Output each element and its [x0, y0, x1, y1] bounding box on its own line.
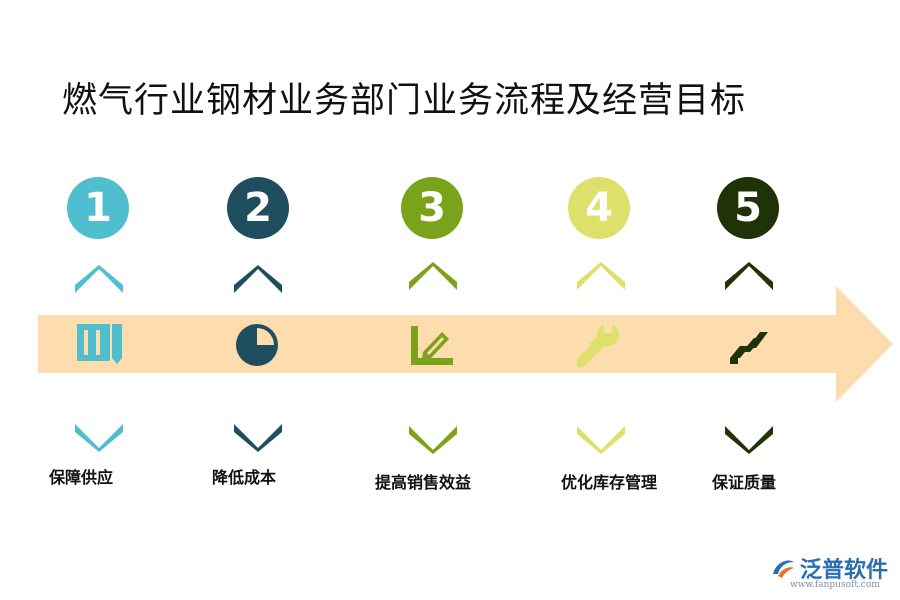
step-number-circle: 3 [401, 177, 463, 239]
book-icon [77, 324, 122, 364]
step-number: 4 [585, 185, 613, 231]
chevron-down-icon [725, 426, 773, 454]
brand-name: 泛普软件 [800, 558, 889, 583]
brand-logo: 泛普软件 [770, 552, 888, 584]
chevron-up-icon [725, 262, 773, 290]
chevron-up-icon [577, 262, 625, 290]
chevron-up-icon [409, 262, 457, 290]
chevron-down-icon [234, 424, 282, 452]
step-label: 降低成本 [211, 468, 277, 487]
page-title: 燃气行业钢材业务部门业务流程及经营目标 [62, 81, 747, 121]
wrench-icon [577, 322, 619, 368]
step-label: 保障供应 [48, 468, 114, 487]
chevron-down-icon [577, 426, 625, 454]
chevron-down-icon [75, 424, 123, 452]
step-number: 3 [418, 185, 446, 231]
step-label: 提高销售效益 [374, 473, 472, 492]
step-label: 优化库存管理 [560, 473, 658, 492]
chevron-up-icon [234, 265, 282, 293]
step-number: 5 [734, 185, 762, 231]
step-number: 2 [244, 185, 272, 231]
pie-chart-icon [236, 324, 278, 366]
chevron-down-icon [409, 426, 457, 454]
chevron-up-icon [75, 265, 123, 293]
edit-icon [411, 326, 453, 365]
step-number-circle: 1 [67, 177, 129, 239]
step-number-circle: 4 [568, 177, 630, 239]
brand-url: www.fanpusoft.com [790, 580, 880, 590]
step-number: 1 [84, 185, 112, 231]
brand-logo-icon [773, 560, 794, 578]
step-number-circle: 2 [227, 177, 289, 239]
arrows-icon [730, 332, 768, 364]
step-number-circle: 5 [717, 177, 779, 239]
step-label: 保证质量 [711, 473, 777, 492]
